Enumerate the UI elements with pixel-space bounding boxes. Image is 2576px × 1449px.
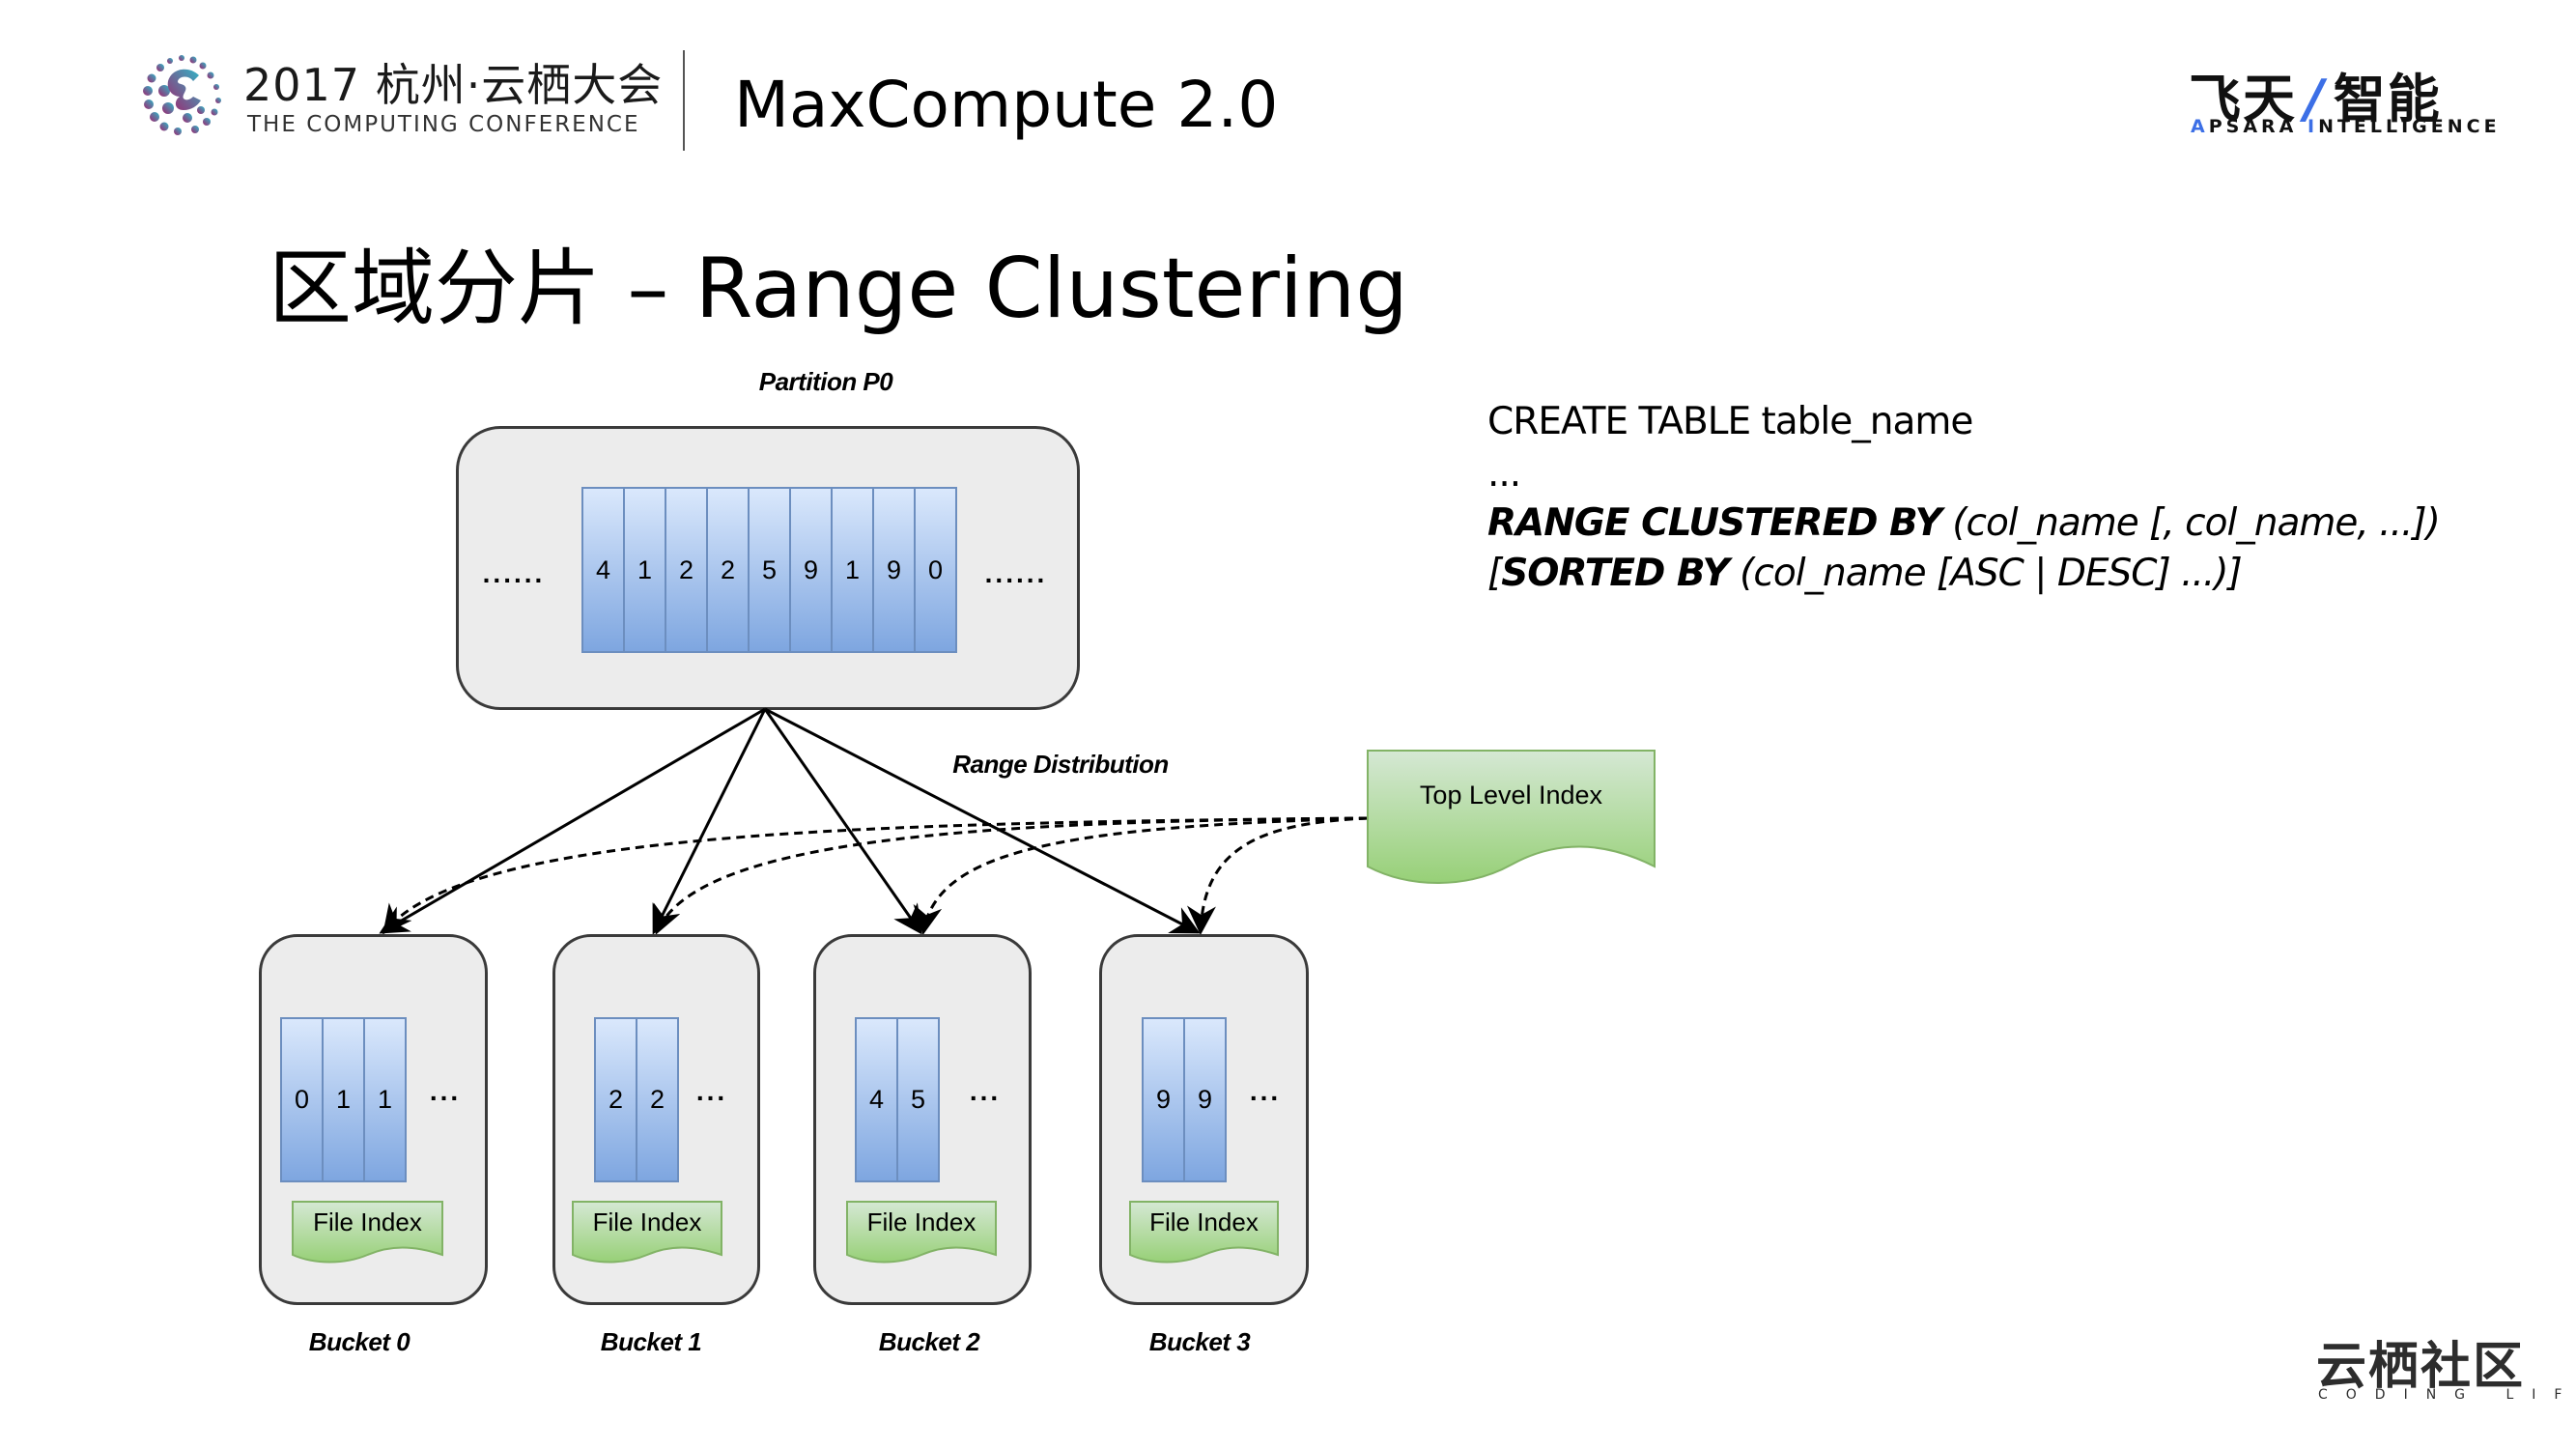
bucket-label: Bucket 0: [308, 1327, 410, 1356]
partition-record-cell: 5: [750, 489, 791, 651]
bucket-record-cell: 1: [365, 1019, 405, 1180]
partition-record-cell: 0: [916, 489, 955, 651]
bucket-ellipsis: ...: [429, 1076, 462, 1106]
community-tagline: CODING LIFE: [2318, 1387, 2576, 1403]
sql-line-range-clustered: RANGE CLUSTERED BY (col_name [, col_name…: [1487, 501, 2441, 545]
apsara-logo: 飞天/智能: [2189, 56, 2442, 132]
bucket-record-cell: 2: [596, 1019, 637, 1180]
partition-record-cell: 4: [583, 489, 625, 651]
sql-args-sorted-by: (col_name [ASC | DESC] ...)]: [1728, 552, 2243, 595]
top-level-index-shape: [1367, 750, 1656, 884]
top-level-index-label: Top Level Index: [1419, 781, 1603, 810]
brand-initial-i: I: [2307, 116, 2319, 137]
partition-record-cell: 2: [708, 489, 750, 651]
index-pointer-bucket-1: [653, 816, 1369, 935]
sql-open-bracket: [: [1487, 552, 1502, 595]
partition-ellipsis-left: ......: [482, 558, 546, 588]
apsara-tagline: APSARA INTELLIGENCE: [2191, 116, 2501, 137]
file-index-shape: [1129, 1201, 1279, 1264]
distribution-arrow-bucket-1: [652, 708, 767, 935]
bucket-label: Bucket 3: [1148, 1327, 1251, 1356]
brand-initial-a: A: [2191, 116, 2209, 137]
bucket-ellipsis: ...: [695, 1076, 728, 1106]
range-distribution-label: Range Distribution: [952, 750, 1169, 779]
file-index-shape: [846, 1201, 997, 1264]
conference-title: 2017 杭州·云栖大会: [243, 59, 664, 111]
bucket-record-cell: 1: [324, 1019, 365, 1180]
sql-line-create: CREATE TABLE table_name: [1487, 400, 1973, 443]
bucket-ellipsis: ...: [969, 1076, 1002, 1106]
index-pointer-bucket-3: [1186, 816, 1369, 935]
brand-word-2: NTELLIGENCE: [2318, 116, 2501, 137]
slide-title: 区域分片 – Range Clustering: [269, 241, 1408, 337]
brand-cn-left: 飞天: [2189, 69, 2297, 129]
partition-record-cell: 9: [874, 489, 916, 651]
conference-subtitle: THE COMPUTING CONFERENCE: [247, 112, 640, 137]
sql-line-sorted-by: [SORTED BY (col_name [ASC | DESC] ...)]: [1487, 552, 2243, 595]
file-index-label: File Index: [592, 1208, 702, 1236]
bucket-record-cell: 9: [1185, 1019, 1225, 1180]
sql-line-ellipsis: ...: [1487, 452, 1521, 496]
brand-word-1: PSARA: [2208, 116, 2307, 137]
bucket-record-cell: 2: [637, 1019, 677, 1180]
partition-record-cell: 1: [625, 489, 666, 651]
partition-record-cell: 9: [791, 489, 833, 651]
index-pointer-bucket-2: [913, 816, 1369, 935]
sql-args-range-clustered: (col_name [, col_name, ...]): [1940, 501, 2441, 545]
partition-record-cell: 1: [833, 489, 874, 651]
sql-keyword-sorted-by: SORTED BY: [1501, 552, 1730, 595]
partition-record-cell: 2: [666, 489, 708, 651]
header-divider: [683, 50, 685, 151]
bucket-record-cell: 0: [282, 1019, 324, 1180]
partition-label: Partition P0: [758, 367, 893, 396]
bucket-record-cell: 9: [1144, 1019, 1185, 1180]
bucket-record-cell: 4: [857, 1019, 898, 1180]
bucket-label: Bucket 1: [600, 1327, 702, 1356]
brand-cn-right: 智能: [2333, 69, 2442, 129]
file-index-shape: [292, 1201, 443, 1264]
file-index-label: File Index: [313, 1208, 422, 1236]
sql-keyword-range-clustered: RANGE CLUSTERED BY: [1487, 501, 1942, 545]
bucket-record-cell: 5: [898, 1019, 938, 1180]
distribution-arrow-bucket-0: [379, 707, 766, 934]
bucket-ellipsis: ...: [1249, 1076, 1282, 1106]
file-index-shape: [572, 1201, 722, 1264]
file-index-label: File Index: [866, 1208, 977, 1236]
file-index-label: File Index: [1149, 1208, 1259, 1236]
distribution-arrow-bucket-3: [764, 707, 1201, 934]
bucket-label: Bucket 2: [878, 1327, 980, 1356]
distribution-arrow-bucket-2: [763, 708, 922, 935]
partition-ellipsis-right: ......: [984, 558, 1048, 588]
community-logo: 云栖社区: [2316, 1338, 2526, 1396]
brand-slash-icon: /: [2305, 69, 2326, 129]
index-pointer-bucket-0: [382, 816, 1369, 935]
product-title: MaxCompute 2.0: [734, 68, 1279, 142]
conference-logo-icon: [143, 55, 221, 135]
